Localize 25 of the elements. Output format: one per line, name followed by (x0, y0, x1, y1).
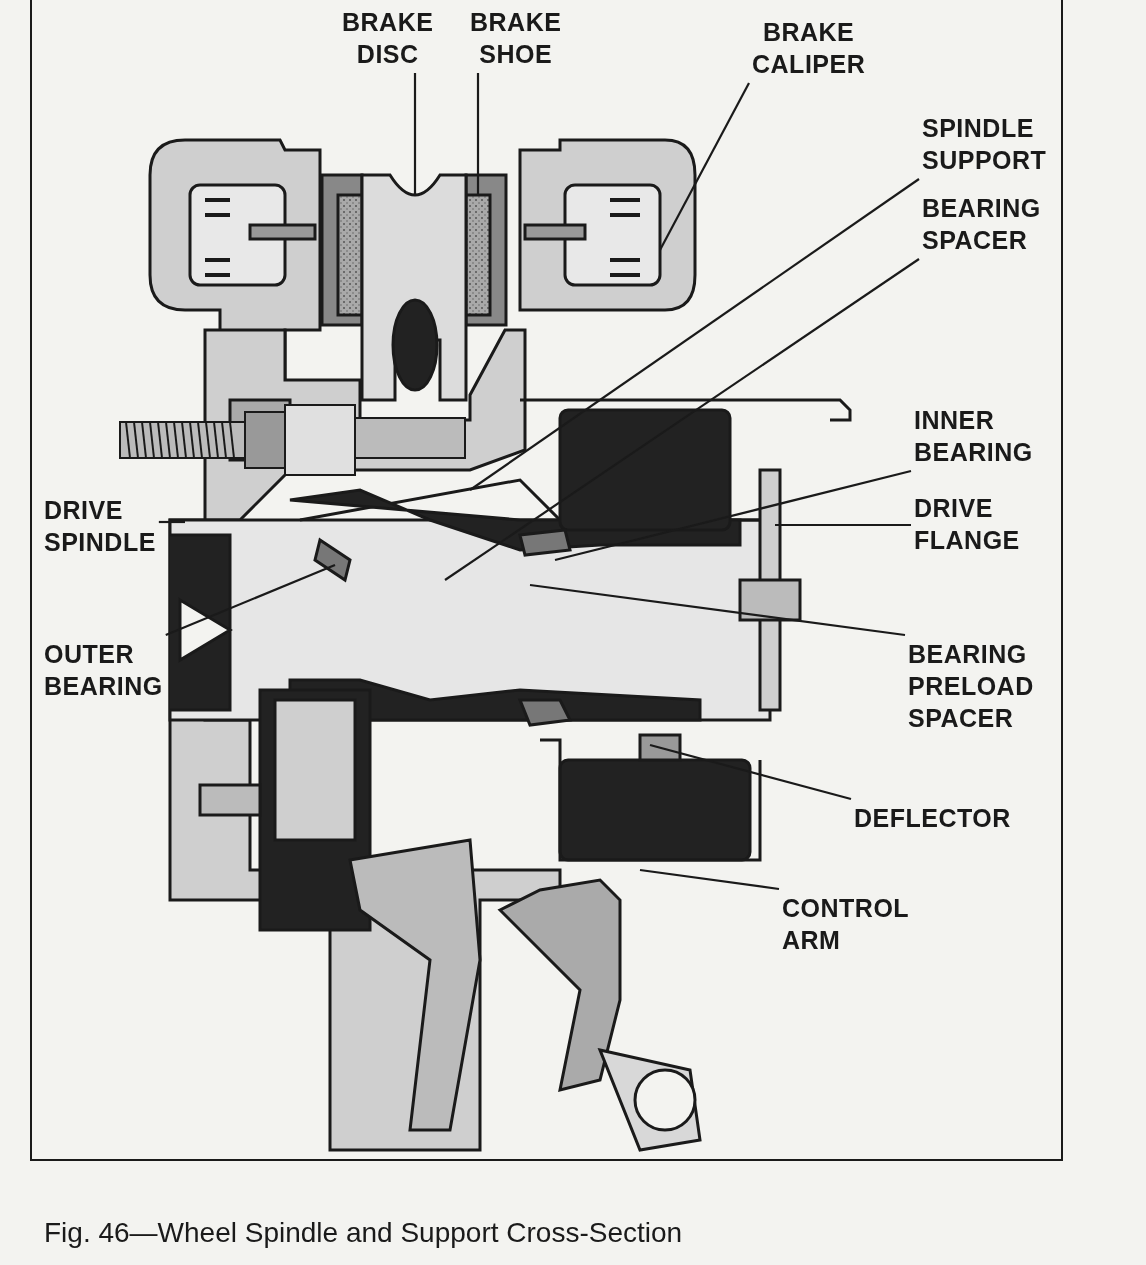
part-label: CONTROL ARM (782, 893, 909, 956)
leader-line (529, 583, 906, 637)
part-label: INNER BEARING (914, 405, 1033, 468)
leader-line (476, 73, 480, 195)
part-label: DRIVE FLANGE (914, 493, 1020, 556)
part-label: BEARING PRELOAD SPACER (908, 639, 1034, 734)
leader-line (165, 564, 336, 636)
part-label: DRIVE SPINDLE (44, 495, 156, 558)
leader-line (554, 469, 912, 562)
leader-line (659, 82, 750, 251)
leader-line (649, 743, 852, 801)
part-label: BRAKE CALIPER (752, 17, 866, 80)
leader-line (444, 258, 920, 581)
leader-line (775, 523, 911, 527)
part-label: OUTER BEARING (44, 639, 163, 702)
part-label: BEARING SPACER (922, 193, 1041, 256)
part-label: BRAKE DISC (342, 7, 434, 70)
leader-line (639, 868, 780, 891)
figure-caption: Fig. 46—Wheel Spindle and Support Cross-Section (44, 1216, 683, 1250)
leader-line (469, 178, 920, 491)
part-label: SPINDLE SUPPORT (922, 113, 1047, 176)
part-label: DEFLECTOR (854, 803, 1011, 834)
leader-line (158, 520, 185, 524)
leader-line (413, 73, 417, 195)
part-label: BRAKE SHOE (470, 7, 562, 70)
